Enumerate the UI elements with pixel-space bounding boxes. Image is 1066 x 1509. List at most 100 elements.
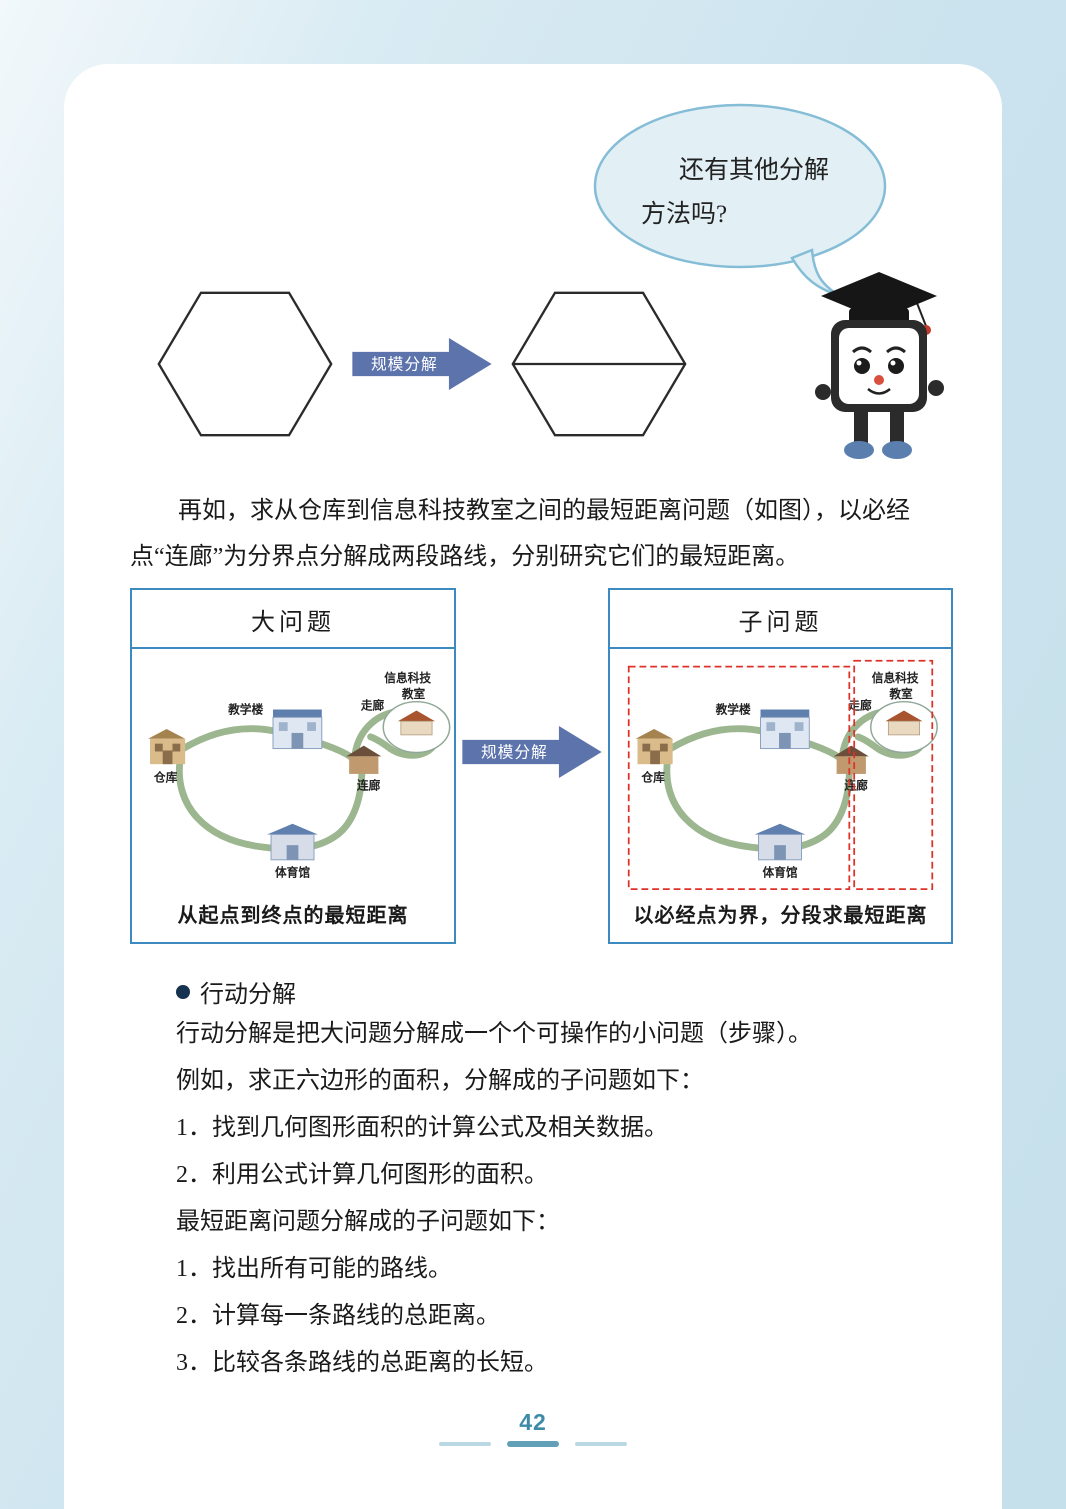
left-leg bbox=[854, 412, 868, 444]
warehouse-window bbox=[642, 743, 651, 752]
action-line: 行动分解是把大问题分解成一个个可操作的小问题（步骤）。 bbox=[176, 1021, 812, 1047]
arrow-shape bbox=[352, 338, 492, 390]
warehouse-building bbox=[635, 729, 673, 765]
big-problem-title: 大问题 bbox=[132, 590, 454, 649]
gym-building bbox=[754, 823, 806, 861]
speech-bubble: 还有其他分解 方法吗? bbox=[593, 103, 887, 296]
arrow-label: 规模分解 bbox=[481, 744, 548, 762]
left-eye bbox=[854, 358, 870, 374]
connecting-corridor-building bbox=[833, 745, 869, 774]
warehouse-roof bbox=[635, 729, 673, 739]
action-line: 例如，求正六边形的面积，分解成的子问题如下： bbox=[176, 1068, 704, 1094]
it-body bbox=[400, 720, 433, 736]
footer-bar-center bbox=[507, 1441, 559, 1447]
teaching-door bbox=[291, 732, 304, 749]
lianlang-roof bbox=[833, 745, 869, 757]
speech-bubble-tail bbox=[790, 248, 841, 296]
lianlang-body bbox=[349, 756, 379, 774]
intro-line1: 再如，求从仓库到信息科技教室之间的最短距离问题（如图），以必经 bbox=[178, 498, 910, 524]
warehouse-window bbox=[659, 743, 668, 752]
sub-problem-caption: 以必经点为界，分段求最短距离 bbox=[633, 905, 928, 927]
teaching-roof bbox=[760, 709, 810, 718]
robot-mascot-illustration bbox=[815, 272, 944, 459]
connecting-corridor-building bbox=[346, 745, 382, 774]
gym-door bbox=[774, 845, 786, 860]
hexagon-split bbox=[511, 291, 687, 437]
right-shoe bbox=[882, 441, 912, 459]
speech-bubble-line2: 方法吗? bbox=[641, 200, 727, 228]
mouth bbox=[867, 388, 891, 395]
connecting-corridor-label: 连廊 bbox=[844, 779, 868, 793]
segment-box-left bbox=[627, 665, 851, 890]
right-eyebrow bbox=[886, 346, 906, 354]
it-classroom-label-line1: 信息科技 bbox=[383, 671, 431, 685]
speech-bubble-cloud bbox=[593, 103, 887, 269]
arrow-shape bbox=[462, 726, 602, 778]
corridor-label: 走廊 bbox=[847, 699, 872, 713]
warehouse-label: 仓库 bbox=[640, 771, 665, 785]
big-problem-caption: 从起点到终点的最短距离 bbox=[177, 905, 409, 927]
action-line: 2．利用公式计算几何图形的面积。 bbox=[176, 1162, 548, 1188]
big-problem-map: 仓库 教学楼 信息科技 教室 bbox=[132, 649, 454, 893]
teaching-window bbox=[307, 722, 316, 731]
arrow-label: 规模分解 bbox=[371, 356, 438, 374]
page-footer: 42 bbox=[64, 1409, 1002, 1447]
footer-bar-left bbox=[439, 1442, 491, 1446]
teaching-window bbox=[794, 722, 804, 731]
action-section-title: 行动分解 bbox=[200, 982, 296, 1008]
action-line: 最短距离问题分解成的子问题如下： bbox=[176, 1209, 560, 1235]
warehouse-window bbox=[154, 743, 163, 752]
teaching-building bbox=[272, 709, 323, 750]
it-classroom-label-line2: 教室 bbox=[888, 687, 913, 701]
gym-roof bbox=[754, 823, 806, 835]
it-classroom-label-line1: 信息科技 bbox=[871, 671, 919, 685]
action-line: 1．找到几何图形面积的计算公式及相关数据。 bbox=[176, 1115, 668, 1141]
it-classroom-building bbox=[885, 710, 923, 736]
teaching-roof bbox=[272, 709, 322, 718]
it-roof bbox=[885, 710, 923, 722]
footer-bar-right bbox=[575, 1442, 627, 1446]
it-classroom-building bbox=[397, 710, 436, 736]
connecting-corridor-label: 连廊 bbox=[357, 779, 381, 793]
gym-label: 体育馆 bbox=[762, 865, 797, 879]
warehouse-door bbox=[162, 750, 173, 765]
scale-decomposition-arrow-2: 规模分解 bbox=[462, 726, 602, 778]
map-comparison: 大问题 仓库 bbox=[130, 588, 1002, 944]
teaching-building bbox=[760, 709, 810, 750]
intro-line2: 点“连廊”为分界点分解成两段路线，分别研究它们的最短距离。 bbox=[130, 544, 800, 570]
sub-problem-panel: 子问题 仓库 bbox=[608, 588, 953, 944]
teaching-window bbox=[766, 722, 776, 731]
nose bbox=[874, 375, 884, 385]
gym-door bbox=[286, 845, 299, 860]
hexagon-outline bbox=[157, 291, 333, 437]
teaching-door bbox=[779, 732, 791, 749]
action-line: 2．计算每一条路线的总距离。 bbox=[176, 1303, 500, 1329]
scale-decomposition-arrow: 规模分解 bbox=[352, 338, 492, 390]
campus-map: 仓库 教学楼 信息科技 教室 bbox=[148, 671, 451, 879]
right-leg bbox=[890, 412, 904, 444]
teaching-building-label: 教学楼 bbox=[227, 702, 263, 716]
left-hand bbox=[815, 384, 831, 400]
top-illustration: 还有其他分解 方法吗? bbox=[64, 64, 1002, 472]
route-upper bbox=[667, 725, 844, 762]
it-body bbox=[887, 720, 920, 736]
graduation-cap-icon bbox=[821, 272, 937, 320]
panel-arrow-container: 规模分解 bbox=[456, 588, 608, 944]
content-area: 还有其他分解 方法吗? bbox=[64, 64, 1002, 1509]
intro-paragraph: 再如，求从仓库到信息科技教室之间的最短距离问题（如图），以必经点“连廊”为分界点… bbox=[130, 488, 954, 580]
big-problem-panel: 大问题 仓库 bbox=[130, 588, 456, 944]
bullet-icon bbox=[176, 984, 190, 999]
action-section-body: 行动分解是把大问题分解成一个个可操作的小问题（步骤）。 例如，求正六边形的面积，… bbox=[176, 1011, 954, 1387]
teaching-window bbox=[278, 722, 288, 731]
lianlang-body bbox=[836, 756, 866, 774]
sub-problem-map: 仓库 教学楼 信息科技 教室 bbox=[610, 649, 951, 893]
hexagon-whole bbox=[157, 291, 333, 437]
gym-label: 体育馆 bbox=[275, 865, 310, 879]
campus-map-segmented: 仓库 教学楼 信息科技 教室 bbox=[627, 659, 938, 890]
gym-roof bbox=[267, 823, 318, 835]
route-upper bbox=[179, 725, 357, 762]
warehouse-door bbox=[650, 750, 660, 765]
teaching-building-label: 教学楼 bbox=[715, 702, 751, 716]
right-eye bbox=[888, 358, 904, 374]
lianlang-roof bbox=[346, 745, 382, 757]
